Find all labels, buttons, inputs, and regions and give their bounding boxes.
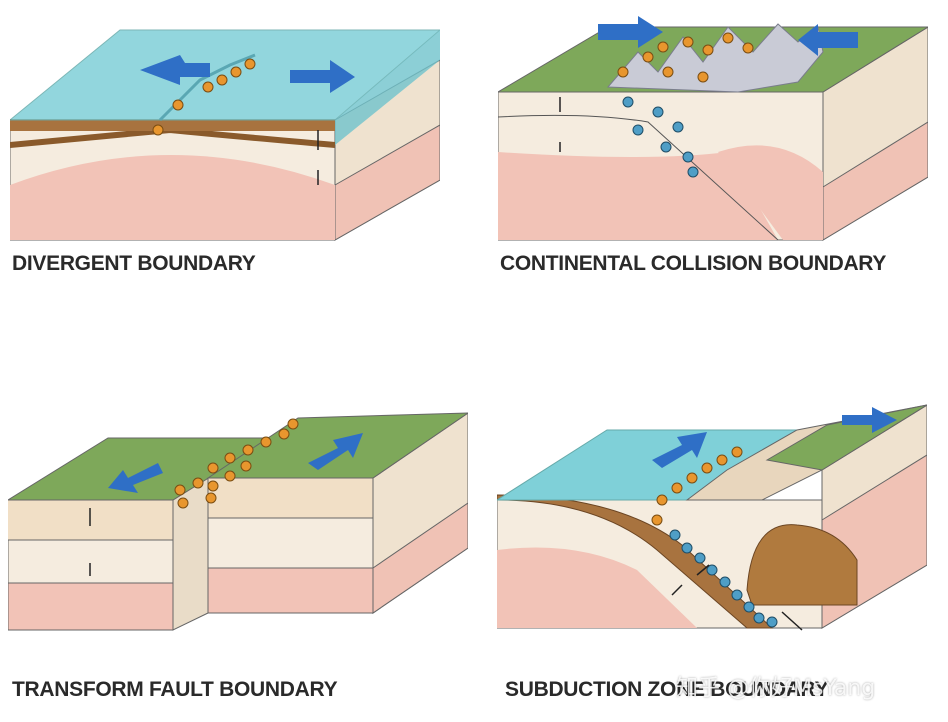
collision-caption: CONTINENTAL COLLISION BOUNDARY — [500, 252, 887, 275]
subduction-zone-diagram — [497, 400, 927, 635]
transform-caption: TRANSFORM FAULT BOUNDARY — [12, 678, 338, 701]
divergent-caption: DIVERGENT BOUNDARY — [12, 252, 256, 275]
subduction-caption: SUBDUCTION ZONE BOUNDARY — [505, 678, 829, 701]
continental-collision-diagram — [498, 12, 928, 242]
plate-motion-arrow-left — [652, 432, 707, 468]
divergent-boundary-diagram — [10, 25, 440, 245]
plate-motion-arrow-right — [842, 407, 897, 433]
plate-motion-arrow-left — [598, 16, 663, 48]
watermark: 知乎 @你好MsYang — [676, 676, 876, 701]
transform-fault-diagram — [8, 408, 468, 636]
plate-motion-arrow-left — [108, 463, 163, 493]
plate-motion-arrow-right — [798, 24, 858, 56]
plate-motion-arrow-left — [140, 55, 210, 85]
plate-motion-arrow-right — [308, 433, 363, 470]
plate-motion-arrow-right — [290, 60, 355, 93]
